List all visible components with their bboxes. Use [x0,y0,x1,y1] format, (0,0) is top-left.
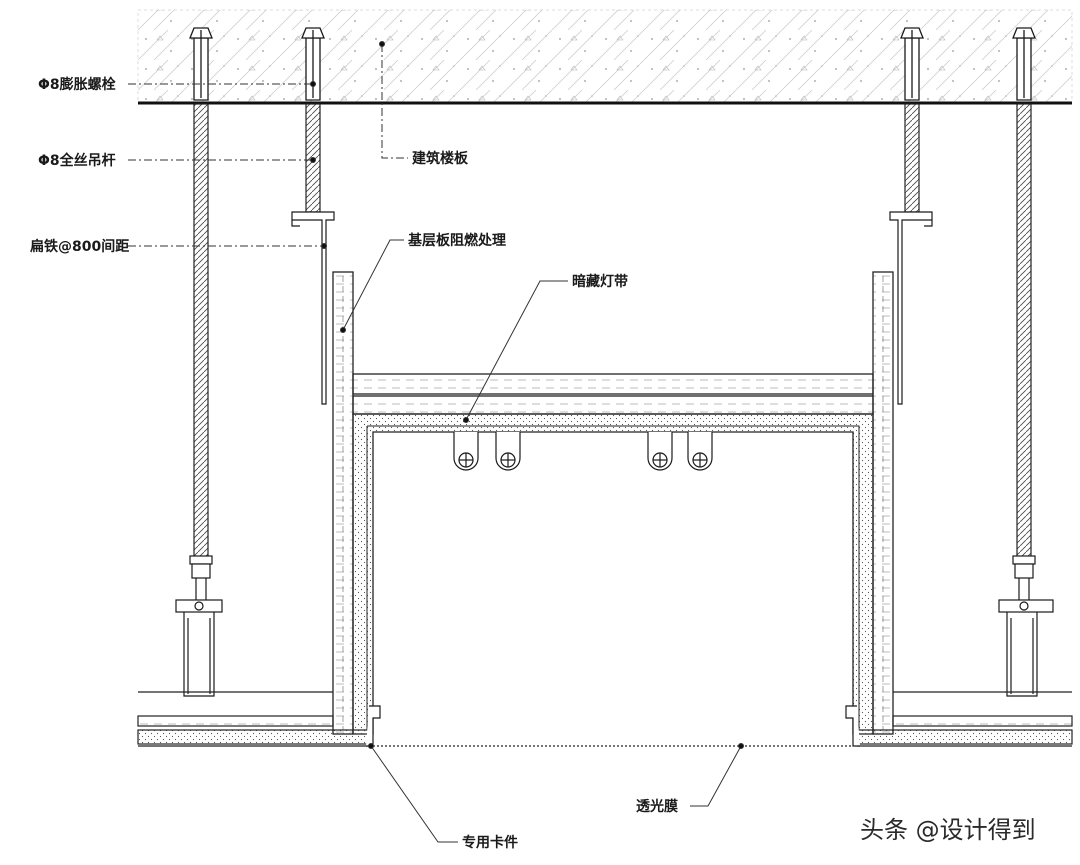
leader-light-film [690,745,742,807]
led-lamp [495,432,521,471]
label-expansion-bolt: Φ8膨胀螺栓 [38,76,116,93]
led-lamp [453,432,479,471]
floor-slab [137,9,1073,105]
side-base-boards [332,271,894,735]
top-base-board [352,373,874,415]
leader-floor-slab [381,44,408,159]
label-hidden-strip: 暗藏灯带 [572,273,628,290]
right-ceiling-board [856,691,1073,747]
led-lamps [453,432,713,471]
label-base-board: 基层板阻燃处理 [408,232,506,249]
label-flat-iron: 扁铁@800间距 [30,238,129,255]
threaded-rods [193,103,1032,561]
annotations: Φ8膨胀螺栓 Φ8全丝吊杆 扁铁@800间距 建筑楼板 基层板阻燃处理 暗藏灯带… [30,76,678,851]
led-lamp [647,432,673,471]
leader-lines [128,41,744,843]
ceiling-boards [137,691,1073,747]
light-box-lining [352,413,874,735]
outer-hangers [175,555,1054,697]
expansion-bolt [900,27,924,101]
leader-hidden-strip [465,280,568,421]
leader-clip [370,745,458,843]
leader-base-board [342,239,404,331]
right-hanger [998,555,1054,697]
threaded-rod [1016,103,1032,561]
label-threaded-rod: Φ8全丝吊杆 [38,152,116,169]
label-light-film: 透光膜 [636,798,678,815]
label-floor-slab: 建筑楼板 [412,150,469,167]
expansion-bolt [1012,27,1036,101]
led-lamp [687,432,713,471]
left-ceiling-board [137,691,370,747]
right-clip [845,705,860,747]
label-clip: 专用卡件 [462,834,518,851]
left-hanger [175,555,223,697]
threaded-rod [904,103,920,213]
watermark: 头条 @设计得到 [860,816,1036,844]
threaded-rod [193,103,209,561]
special-clips [366,705,860,747]
flat-iron-brackets [291,211,933,405]
